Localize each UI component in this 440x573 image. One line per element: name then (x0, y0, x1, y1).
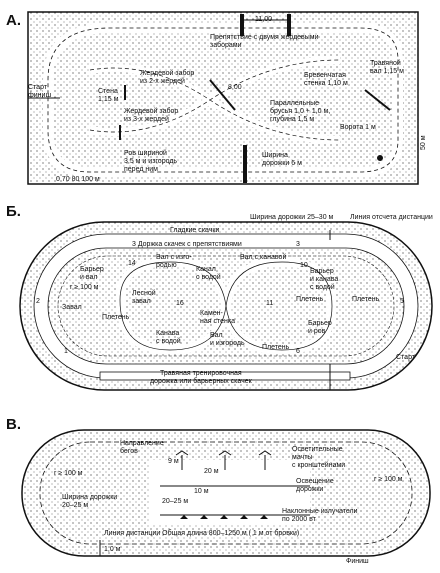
fence-obstacle (240, 14, 244, 36)
label-ditch: Ров шириной 3,5 м и изгородь перед ним (124, 150, 178, 173)
label-direction: Направление бегов (120, 440, 164, 455)
label-radius-right: r ≥ 100 м (374, 476, 403, 483)
label-finish: Финиш (346, 558, 369, 565)
label-radius-b: r ≥ 100 м (70, 284, 99, 291)
label-blockage: Завал (62, 304, 82, 311)
label-start-finish: Старт финиш (28, 84, 52, 99)
label-turf-bank: Травяной вал 1,15 м (370, 60, 404, 75)
marker-5: 5 (400, 298, 404, 305)
label-masts: Осветительные мачты с кронштейнами (292, 446, 346, 469)
label-smooth-jumps: Гладкие скачки (170, 227, 220, 234)
label-top-width: 11,00 (255, 16, 272, 23)
label-one-m: 1,0 м (104, 546, 121, 553)
label-barrier-bank: Барьер и вал (80, 266, 104, 281)
label-measure-8: 8,00 (228, 84, 242, 91)
label-bank-water: Вал с канавой (240, 254, 287, 261)
label-forest-blockage: Лесной завал (132, 290, 156, 305)
label-log-wall: Бревенчатая стенка 1,10 м (304, 72, 348, 87)
marker-16: 16 (176, 300, 184, 307)
label-stone-wall: Камен- ная стенка (200, 310, 235, 325)
marker-10: 10 (300, 262, 308, 269)
label-wattle-4: Плетень (262, 344, 290, 351)
label-parallel-bars: Параллельные брусья 1,0 + 1,0 м, глубина… (270, 100, 331, 123)
label-fence-three: Жердевой забор из 3-х жердей (124, 108, 179, 123)
marker-6: 6 (296, 348, 300, 355)
label-scale: 0 70 80 100 м (56, 176, 100, 183)
panel-a-letter: А. (6, 12, 21, 29)
label-wattle-3: Плетень (102, 314, 130, 321)
label-turf-training: Травяная тренировочная дорожка или барье… (150, 370, 252, 385)
label-gate: Ворота 1 м (340, 124, 376, 131)
label-track-width-c: Ширина дорожки 20–25 м (62, 494, 118, 509)
label-wall: Стена 1,15 м (98, 88, 119, 103)
label-wattle-2: Плетень (352, 296, 380, 303)
light-masts (160, 450, 310, 516)
label-canal-water-2: Канава с водой (156, 330, 181, 345)
label-20m: 20 м (204, 468, 219, 475)
label-track-width-a: Ширина дорожки 6 м (262, 152, 302, 167)
label-10m: 10 м (194, 488, 209, 495)
label-width-b: Ширина дорожки 25–30 м (250, 214, 334, 221)
marker-14: 14 (128, 260, 136, 267)
label-track-light: Освещение дорожки (296, 478, 334, 493)
label-range: 20–25 м (162, 498, 189, 505)
marker-11: 11 (266, 300, 274, 307)
label-double-fence: Препятствие с двумя жердевыми заборами (210, 34, 319, 49)
label-radius-left: r ≥ 100 м (54, 470, 83, 477)
marker-2: 2 (36, 298, 40, 305)
label-barrier-canal: Барьер и канава с водой (310, 268, 339, 291)
label-barrier-ditch: Барьер и ров (308, 320, 332, 335)
label-tilted-emitters: Наклонные излучатели по 2000 вт (282, 508, 358, 523)
label-side-50: 50 м (420, 135, 427, 150)
label-obstacle-track: 3 Доржка скачек с препятствиями (132, 241, 242, 248)
panel-b (19, 221, 433, 391)
panel-b-letter: Б. (6, 203, 21, 220)
panel-a (27, 11, 419, 185)
label-distance-line-c: Линия дистанции Общая длина 800–1250 м (… (104, 530, 300, 537)
marker-1: 1 (64, 348, 68, 355)
panel-c-letter: В. (6, 416, 21, 433)
panel-c (21, 429, 431, 557)
label-9m: 9 м (168, 458, 179, 465)
marker-3: 3 (296, 241, 300, 248)
label-bank-hedge: Вал с изго- родью (156, 254, 192, 269)
label-fence-two: Жердевой забор из 2-х жердей (140, 70, 195, 85)
label-wattle-1: Плетень (296, 296, 324, 303)
label-canal-water: Канал с водой (196, 266, 221, 281)
label-distance-line-b: Линия отсчета дистанции (350, 214, 433, 221)
label-bank-fence: Вал и изгородь (210, 332, 245, 347)
label-start-b: Старт (396, 354, 416, 361)
